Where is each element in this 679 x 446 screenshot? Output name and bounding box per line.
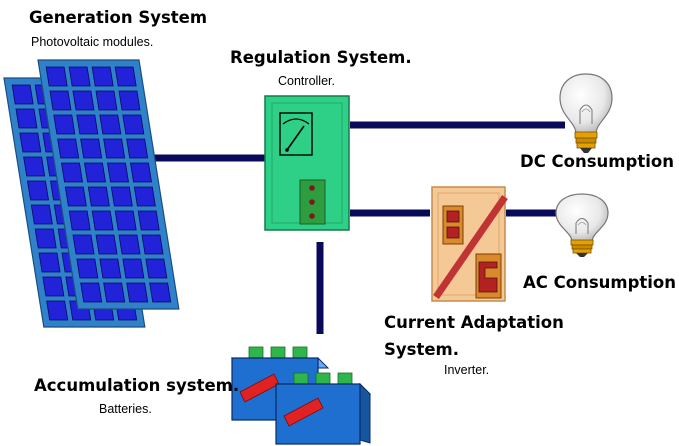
solar-cell [118, 90, 141, 111]
solar-cell [45, 66, 68, 87]
solar-cell [72, 234, 95, 255]
solar-cell [122, 114, 145, 135]
controller-icon [264, 95, 350, 231]
solar-cell [42, 276, 65, 297]
solar-cell [23, 156, 46, 177]
solar-cell [80, 138, 103, 159]
solar-cell [30, 204, 53, 225]
solar-cell [95, 234, 118, 255]
solar-cell [76, 258, 99, 279]
solar-cell [76, 114, 99, 135]
solar-cell [103, 282, 126, 303]
current-adaptation-title-line2: System. [384, 340, 459, 359]
accumulation-system-title: Accumulation system. [34, 376, 240, 395]
solar-cell [118, 234, 141, 255]
solar-cell [49, 90, 72, 111]
regulation-system-title: Regulation System. [230, 48, 412, 67]
solar-cell [126, 138, 149, 159]
dc-consumption-label: DC Consumption [520, 152, 674, 171]
solar-cell [46, 300, 69, 321]
solar-panel-front [37, 59, 180, 310]
solar-cell [57, 138, 80, 159]
solar-cell [53, 114, 76, 135]
solar-cell [110, 186, 133, 207]
solar-cell [141, 234, 164, 255]
solar-cell [91, 210, 114, 231]
solar-cell [99, 258, 122, 279]
ac-consumption-label: AC Consumption [523, 273, 677, 292]
solar-cell [95, 90, 118, 111]
solar-cell [87, 186, 110, 207]
solar-cell [99, 114, 122, 135]
solar-cell [15, 108, 38, 129]
solar-cell [107, 162, 129, 183]
solar-cell [11, 84, 34, 105]
solar-cell [145, 258, 168, 279]
solar-cell [80, 282, 103, 303]
solar-cell [68, 210, 91, 231]
accumulation-system-subtitle: Batteries. [99, 402, 152, 416]
solar-cell [38, 252, 61, 273]
current-adaptation-title-line1: Current Adaptation [384, 313, 564, 332]
wires [140, 121, 565, 334]
solar-cell [114, 66, 137, 87]
battery-front [274, 372, 372, 445]
solar-cell [72, 90, 95, 111]
solar-cell [64, 186, 87, 207]
regulation-system-subtitle: Controller. [278, 74, 335, 88]
solar-cell [149, 282, 172, 303]
solar-cell [61, 162, 83, 183]
solar-cell [122, 258, 145, 279]
solar-cell [84, 162, 106, 183]
batteries-icon [230, 346, 372, 445]
current-adaptation-subtitle: Inverter. [444, 363, 490, 377]
solar-cell [19, 132, 42, 153]
solar-cell [137, 210, 160, 231]
solar-cell [130, 162, 152, 183]
solar-cell [34, 228, 57, 249]
generation-system-subtitle: Photovoltaic modules. [31, 35, 154, 49]
solar-cell [91, 66, 114, 87]
solar-cell [103, 138, 126, 159]
inverter-icon [431, 186, 508, 302]
photovoltaic-modules-icon [3, 59, 180, 328]
solar-cell [114, 210, 137, 231]
dc-lightbulb-icon [559, 73, 613, 153]
ac-lightbulb-icon [555, 193, 609, 257]
solar-cell [133, 186, 156, 207]
solar-cell [68, 66, 91, 87]
solar-cell [126, 282, 149, 303]
solar-cell [27, 180, 49, 201]
generation-system-title: Generation System [29, 8, 208, 27]
